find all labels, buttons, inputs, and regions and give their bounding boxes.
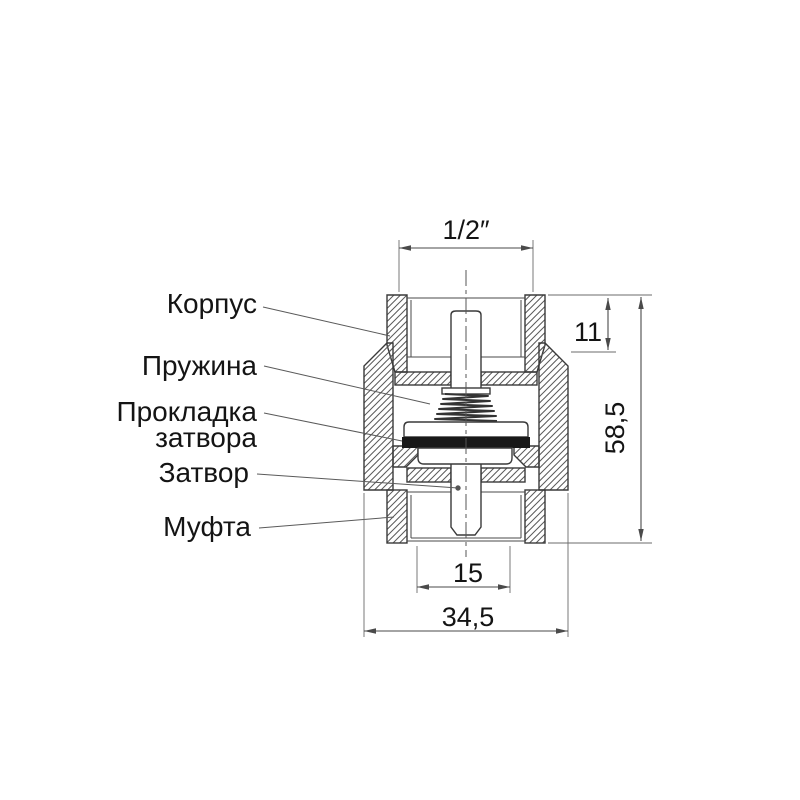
- dim-overall-height: [638, 297, 644, 541]
- guide-web-left: [406, 467, 452, 483]
- label-zatvor: Затвор: [159, 457, 249, 488]
- seat-ring-right: [513, 445, 540, 468]
- stem-upper: [450, 310, 482, 393]
- mufta-wall-left: [386, 489, 408, 544]
- spring-coils: [434, 393, 498, 422]
- korpus-web-right: [480, 371, 538, 386]
- korpus-hex-wall-left: [363, 342, 394, 491]
- label-prokladka-1: Прокладка: [116, 396, 257, 427]
- dim-bottom-bore: [417, 584, 510, 590]
- leader-prokladka: [263, 412, 403, 442]
- label-prokladka-2: затвора: [155, 422, 257, 453]
- leader-mufta: [258, 516, 395, 529]
- dimension-values: 1/2″ 11 58,5 15 34,5: [442, 215, 630, 632]
- seat-ring-left: [392, 445, 419, 468]
- mufta-wall-right: [524, 489, 546, 544]
- leader-lines: [256, 306, 461, 529]
- dimension-lines: [364, 245, 644, 634]
- korpus-web-left: [394, 371, 452, 386]
- dim-overall-width: [364, 628, 568, 634]
- leader-zatvor: [256, 473, 459, 489]
- label-pruzhina: Пружина: [142, 350, 258, 381]
- dim-value-thread: 1/2″: [442, 215, 490, 245]
- leader-pruzhina: [263, 365, 431, 405]
- korpus-hex-wall-right: [538, 342, 569, 491]
- dim-value-overall-width: 34,5: [442, 602, 495, 632]
- dim-value-overall-height: 58,5: [600, 402, 630, 455]
- leader-zatvor-dot: [455, 485, 461, 491]
- valve-body-sections: [363, 294, 569, 544]
- dim-thread-size: [399, 245, 533, 251]
- leader-korpus: [262, 306, 391, 337]
- internal-parts: [402, 270, 530, 557]
- part-labels: Корпус Пружина Прокладка затвора Затвор …: [116, 288, 257, 542]
- dim-value-top-height: 11: [574, 317, 602, 347]
- dim-top-height: [605, 298, 611, 350]
- shutter-disc-lower: [417, 447, 513, 465]
- guide-web-right: [480, 467, 526, 483]
- dim-value-bottom-bore: 15: [453, 558, 483, 588]
- extension-lines: [363, 240, 652, 637]
- label-korpus: Корпус: [167, 288, 257, 319]
- label-mufta: Муфта: [163, 511, 251, 542]
